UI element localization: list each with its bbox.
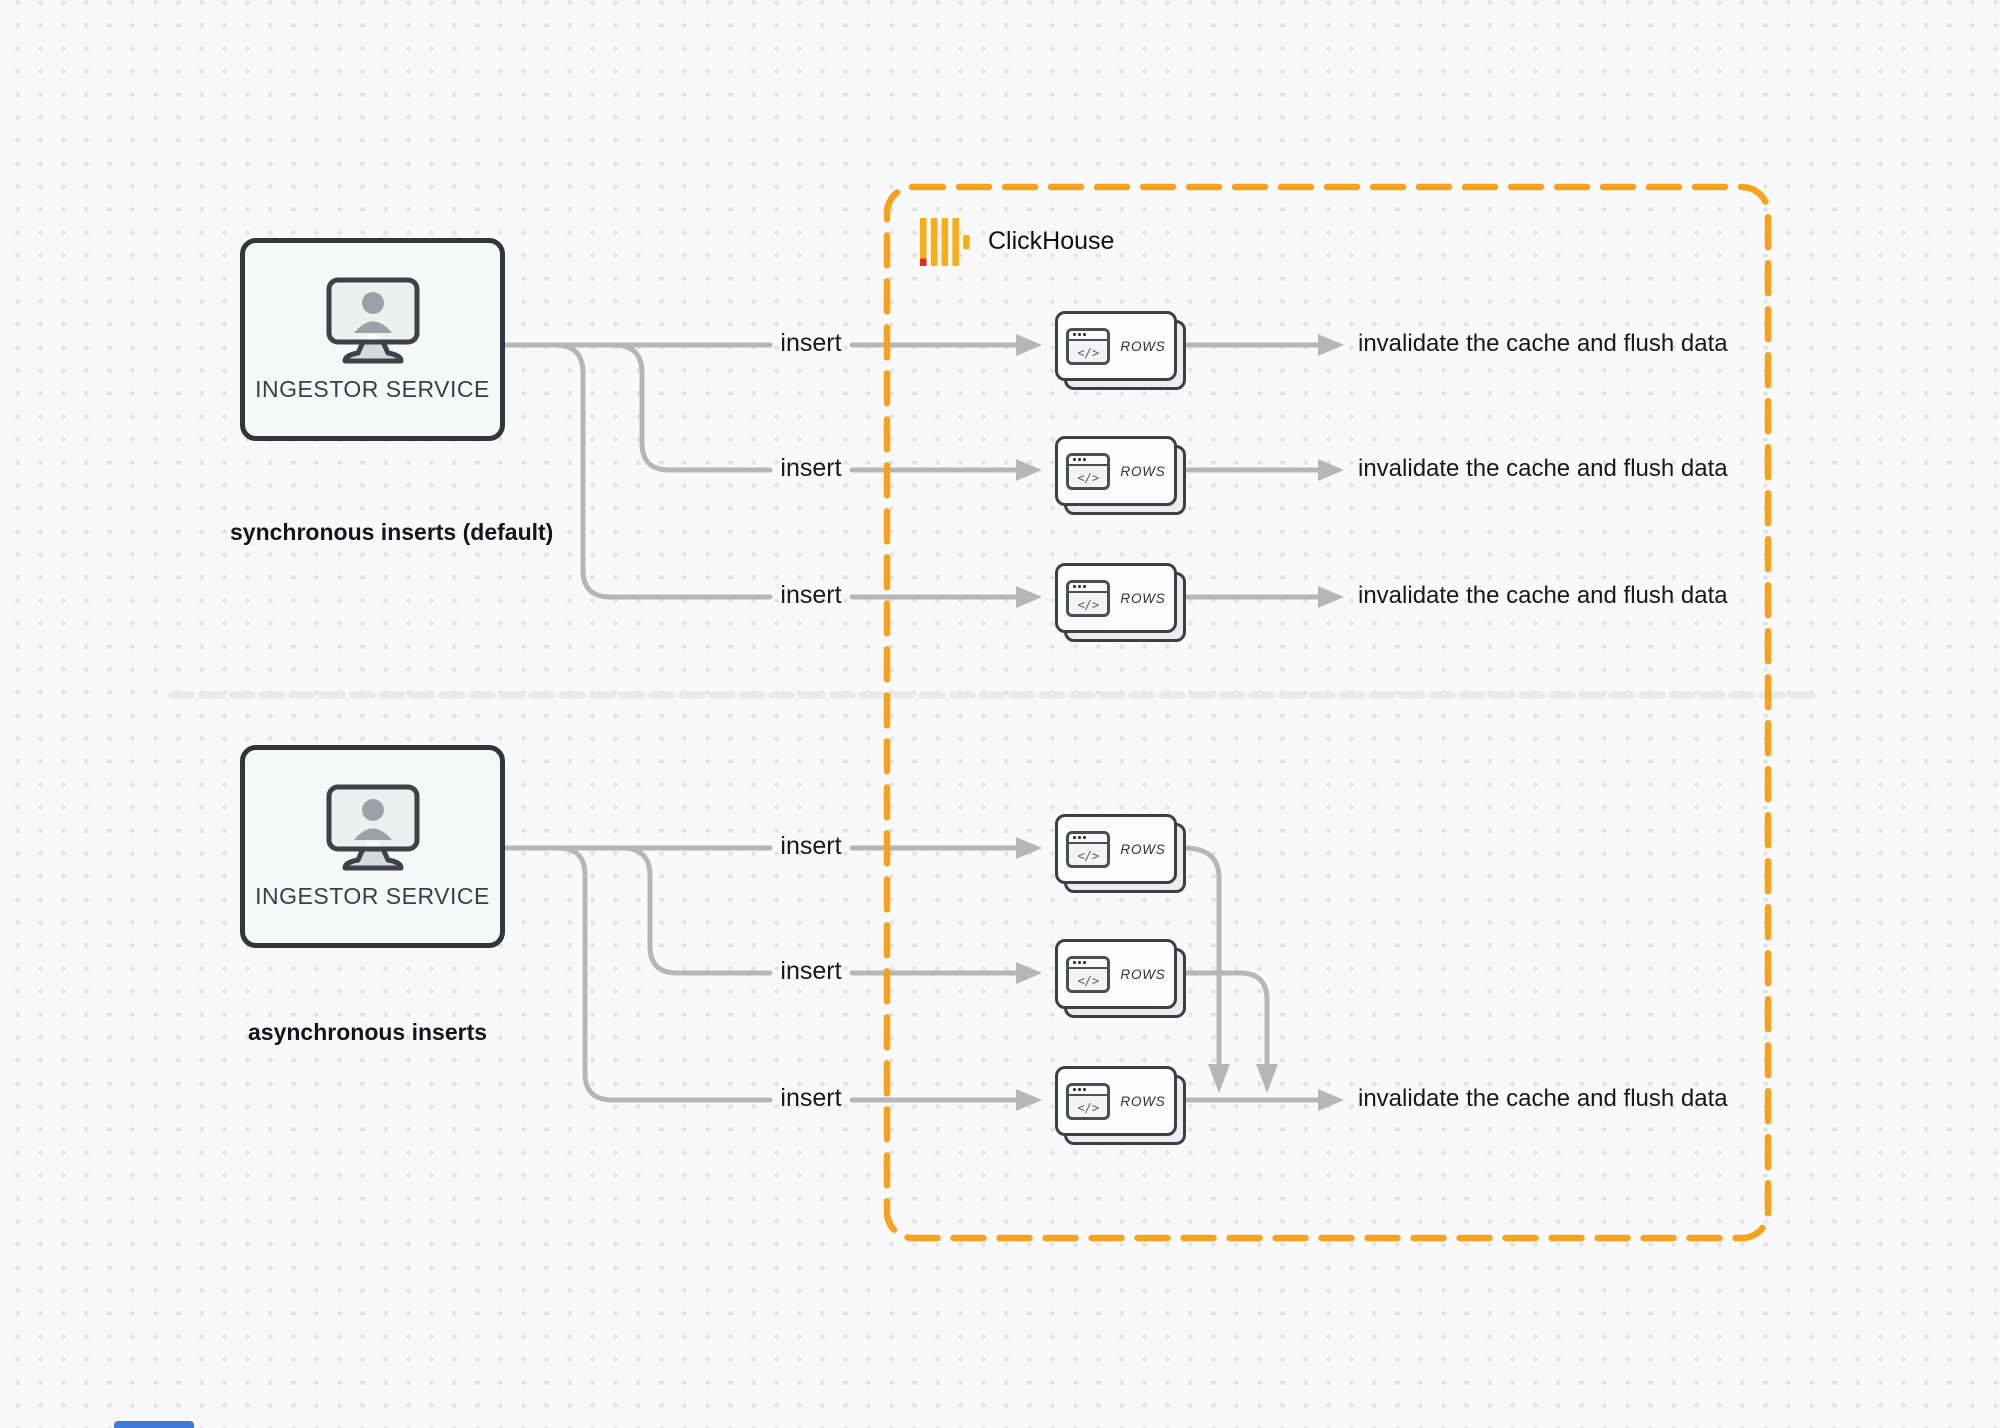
rows-label: ROWS bbox=[1120, 590, 1166, 606]
rows-card: </> ROWS bbox=[1055, 563, 1186, 642]
workstation-user-icon bbox=[326, 277, 419, 364]
rows-label: ROWS bbox=[1120, 841, 1166, 857]
code-glyph: </> bbox=[1077, 1100, 1100, 1115]
card-front: </> ROWS bbox=[1055, 814, 1177, 884]
sync-caption: synchronous inserts (default) bbox=[230, 519, 554, 545]
clickhouse-boundary bbox=[883, 183, 1772, 1242]
result-label: invalidate the cache and flush data bbox=[1358, 582, 1728, 609]
ingestor-service-label: INGESTOR SERVICE bbox=[255, 376, 490, 402]
ingestor-service-label: INGESTOR SERVICE bbox=[255, 883, 490, 909]
card-front: </> ROWS bbox=[1055, 311, 1177, 381]
insert-label: insert bbox=[780, 957, 842, 985]
code-glyph: </> bbox=[1077, 973, 1100, 988]
rows-card: </> ROWS bbox=[1055, 939, 1186, 1018]
code-glyph: </> bbox=[1077, 470, 1100, 485]
rows-card: </> ROWS bbox=[1055, 436, 1186, 515]
card-front: </> ROWS bbox=[1055, 563, 1177, 633]
insert-label: insert bbox=[780, 1084, 842, 1112]
rows-label: ROWS bbox=[1120, 1093, 1166, 1109]
code-glyph: </> bbox=[1077, 597, 1100, 612]
async-caption: asynchronous inserts bbox=[248, 1019, 488, 1045]
insert-label: insert bbox=[780, 329, 842, 357]
rows-card: </> ROWS bbox=[1055, 814, 1186, 893]
card-front: </> ROWS bbox=[1055, 939, 1177, 1009]
rows-card: </> ROWS bbox=[1055, 311, 1186, 390]
insert-label: insert bbox=[780, 581, 842, 609]
workstation-user-icon bbox=[326, 784, 419, 871]
result-label: invalidate the cache and flush data bbox=[1358, 330, 1728, 357]
result-label: invalidate the cache and flush data bbox=[1358, 1085, 1728, 1112]
code-window-icon: </> bbox=[1066, 830, 1111, 868]
arrowheads bbox=[1016, 334, 1344, 1111]
code-window-icon: </> bbox=[1066, 452, 1111, 490]
code-window-icon: </> bbox=[1066, 327, 1111, 365]
rows-label: ROWS bbox=[1120, 463, 1166, 479]
clipped-blue-element bbox=[114, 1421, 194, 1428]
code-window-icon: </> bbox=[1066, 955, 1111, 993]
connector-lines bbox=[502, 342, 1321, 1103]
code-window-icon: </> bbox=[1066, 1082, 1111, 1120]
rows-label: ROWS bbox=[1120, 338, 1166, 354]
code-glyph: </> bbox=[1077, 848, 1100, 863]
rows-label: ROWS bbox=[1120, 966, 1166, 982]
clickhouse-logo-icon bbox=[920, 218, 970, 266]
clickhouse-label: ClickHouse bbox=[988, 227, 1115, 255]
result-label: invalidate the cache and flush data bbox=[1358, 455, 1728, 482]
rows-card: </> ROWS bbox=[1055, 1066, 1186, 1145]
code-glyph: </> bbox=[1077, 345, 1100, 360]
card-front: </> ROWS bbox=[1055, 436, 1177, 506]
insert-label: insert bbox=[780, 454, 842, 482]
ingestor-service-box-async: INGESTOR SERVICE bbox=[240, 745, 505, 948]
insert-label: insert bbox=[780, 832, 842, 860]
card-front: </> ROWS bbox=[1055, 1066, 1177, 1136]
code-window-icon: </> bbox=[1066, 579, 1111, 617]
ingestor-service-box-sync: INGESTOR SERVICE bbox=[240, 238, 505, 441]
